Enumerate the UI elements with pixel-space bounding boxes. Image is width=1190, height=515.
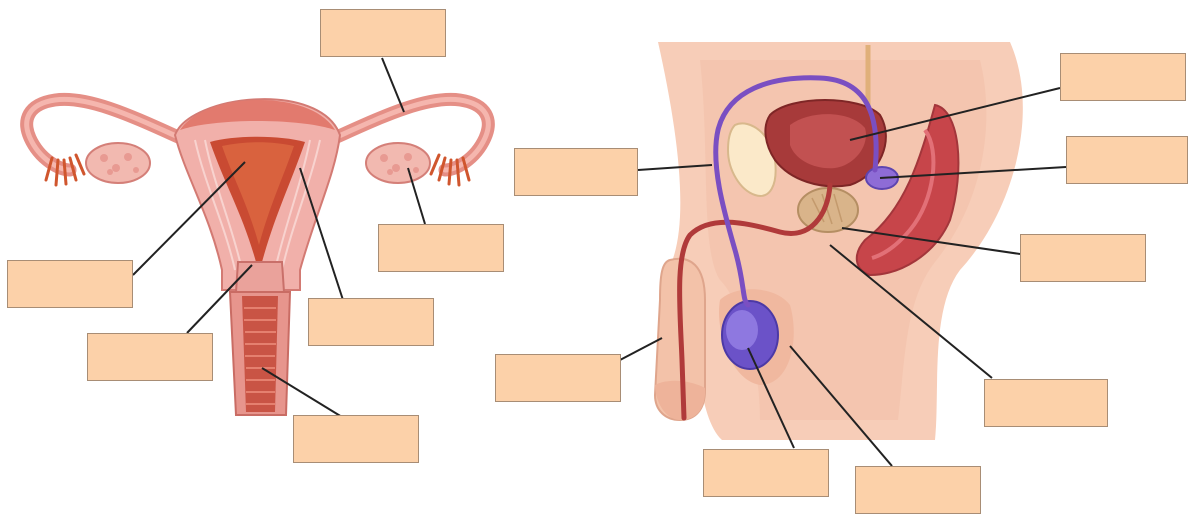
male-label-box-2[interactable]	[1066, 136, 1188, 184]
female-label-box-2[interactable]	[7, 260, 133, 308]
right-ovary	[366, 143, 430, 183]
cervix	[236, 262, 284, 292]
male-label-box-6[interactable]	[984, 379, 1108, 427]
female-label-box-3[interactable]	[378, 224, 504, 272]
female-label-box-5[interactable]	[87, 333, 213, 381]
male-label-box-3[interactable]	[514, 148, 638, 196]
male-label-box-7[interactable]	[703, 449, 829, 497]
female-label-box-4[interactable]	[308, 298, 434, 346]
female-label-box-1[interactable]	[320, 9, 446, 57]
female-label-box-6[interactable]	[293, 415, 419, 463]
male-label-box-8[interactable]	[855, 466, 981, 514]
left-ovary	[86, 143, 150, 183]
male-label-box-1[interactable]	[1060, 53, 1186, 101]
male-label-box-4[interactable]	[1020, 234, 1146, 282]
male-label-box-5[interactable]	[495, 354, 621, 402]
